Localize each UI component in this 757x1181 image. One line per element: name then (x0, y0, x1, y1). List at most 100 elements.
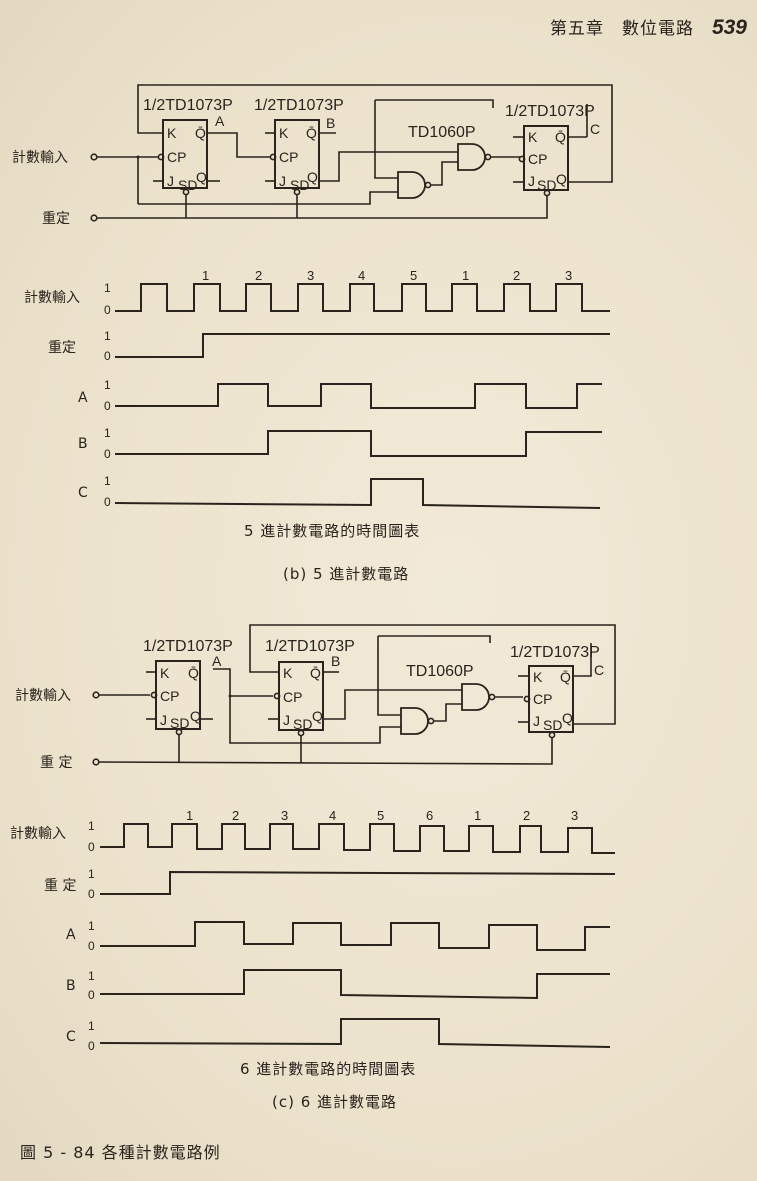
waveform-clock-b (115, 283, 610, 312)
pin-k: K (533, 669, 543, 685)
svg-text:1: 1 (186, 808, 193, 823)
svg-text:5: 5 (377, 808, 384, 823)
waveform-b-c (100, 969, 610, 1000)
pin-sd: SD (293, 716, 312, 732)
pin-q: Q (196, 169, 207, 185)
pin-k: K (160, 665, 170, 681)
pin-qbar: Q̄ (306, 125, 317, 141)
pin-j: J (533, 713, 540, 729)
svg-text:4: 4 (329, 808, 336, 823)
svg-text:1: 1 (104, 329, 111, 343)
pin-q: Q (190, 708, 201, 724)
pin-cp: CP (167, 149, 186, 165)
signal-label-a: A (78, 390, 88, 406)
svg-text:2: 2 (523, 808, 530, 823)
wiring-b (90, 84, 613, 222)
wiring-c (92, 624, 616, 766)
pin-sd: SD (178, 177, 197, 193)
signal-label-b: B (66, 978, 76, 994)
reset-label: 重定 (42, 211, 70, 227)
pin-cp: CP (528, 151, 547, 167)
figure-caption: 圖 5 - 84 各種計數電路例 (20, 1143, 221, 1162)
flip-flop-box (274, 119, 320, 189)
pin-qbar: Q̄ (188, 665, 199, 681)
flip-flop-2-c: 1/2TD1073P K CP J SD Q̄ Q B (265, 638, 355, 737)
waveform-a-b (115, 383, 602, 409)
signal-label-a: A (66, 927, 76, 943)
nand-gate-2 (457, 143, 486, 171)
signal-label-clock: 計數輸入 (10, 826, 66, 842)
pin-qbar: Q̄ (560, 669, 571, 685)
nand-gate-2 (461, 683, 490, 711)
svg-text:2: 2 (232, 808, 239, 823)
svg-text:3: 3 (571, 808, 578, 823)
output-c-label: C (594, 662, 604, 678)
pin-k: K (167, 125, 177, 141)
flip-flop-3-b: 1/2TD1073P K CP J SD Q̄ Q C (505, 103, 600, 197)
subfigure-caption-c: (c) 6 進計數電路 (272, 1093, 398, 1111)
svg-text:1: 1 (202, 268, 209, 283)
nand-gate-1 (400, 707, 429, 735)
svg-text:0: 0 (88, 988, 95, 1002)
svg-text:1: 1 (88, 969, 95, 983)
flip-flop-1-b: 1/2TD1073P K CP J SD Q̄ Q A (143, 97, 233, 196)
timing-diagram-c: 1 2 3 4 5 6 1 2 3 計數輸入 1 0 重 定 1 0 A 1 0… (10, 808, 616, 1053)
output-b-label: B (331, 653, 340, 669)
svg-text:5: 5 (410, 268, 417, 283)
waveform-a-c (100, 921, 610, 951)
flip-flop-1-c: 1/2TD1073P K CP J SD Q̄ Q A (143, 638, 233, 736)
svg-text:1: 1 (474, 808, 481, 823)
pin-qbar: Q̄ (310, 665, 321, 681)
count-input-label: 計數輸入 (15, 688, 71, 704)
signal-label-reset: 重 定 (44, 878, 76, 894)
chip-label: 1/2TD1073P (143, 97, 233, 114)
signal-label-clock: 計數輸入 (24, 290, 80, 306)
circuit-b: 1/2TD1073P K CP J SD Q̄ Q A 1/2TD1073P K… (12, 84, 613, 227)
pin-q: Q (562, 710, 573, 726)
svg-text:0: 0 (104, 399, 111, 413)
chip-label: 1/2TD1073P (510, 644, 600, 661)
pin-j: J (528, 173, 535, 189)
svg-text:0: 0 (104, 495, 111, 509)
sd-inversion-bubble (182, 188, 190, 196)
pin-qbar: Q̄ (555, 129, 566, 145)
signal-label-b: B (78, 436, 88, 452)
pin-k: K (279, 125, 289, 141)
waveform-b-b (115, 430, 602, 457)
page-number: 539 (711, 16, 747, 39)
pin-q: Q (312, 708, 323, 724)
chip-label: 1/2TD1073P (265, 638, 355, 655)
pin-sd: SD (537, 177, 556, 193)
page-header: 第五章 數位電路 539 (550, 14, 747, 40)
svg-text:1: 1 (88, 1019, 95, 1033)
pulse-numbers-b: 1 2 3 4 5 1 2 3 (202, 268, 572, 283)
pin-j: J (160, 712, 167, 728)
reset-terminal (92, 758, 100, 766)
output-c-label: C (590, 121, 600, 137)
flip-flop-box (162, 119, 208, 189)
svg-text:1: 1 (88, 919, 95, 933)
svg-text:0: 0 (88, 1039, 95, 1053)
chip-label: TD1060P (406, 663, 474, 680)
chip-label: 1/2TD1073P (143, 638, 233, 655)
svg-text:3: 3 (307, 268, 314, 283)
reset-label: 重 定 (40, 755, 72, 771)
svg-text:1: 1 (88, 867, 95, 881)
waveform-reset-c (100, 870, 616, 895)
chapter-title: 第五章 (549, 19, 604, 39)
svg-text:0: 0 (88, 939, 95, 953)
svg-text:1: 1 (104, 378, 111, 392)
pin-j: J (283, 712, 290, 728)
svg-text:3: 3 (281, 808, 288, 823)
svg-text:0: 0 (104, 349, 111, 363)
timing-caption-b: 5 進計數電路的時間圖表 (244, 522, 421, 540)
svg-text:6: 6 (426, 808, 433, 823)
svg-text:1: 1 (104, 474, 111, 488)
svg-text:2: 2 (513, 268, 520, 283)
reset-terminal (90, 214, 98, 222)
pin-q: Q (307, 169, 318, 185)
pin-q: Q (556, 171, 567, 187)
flip-flop-3-c: 1/2TD1073P K CP J SD Q̄ Q C (510, 644, 604, 739)
svg-text:1: 1 (104, 426, 111, 440)
pin-k: K (528, 129, 538, 145)
